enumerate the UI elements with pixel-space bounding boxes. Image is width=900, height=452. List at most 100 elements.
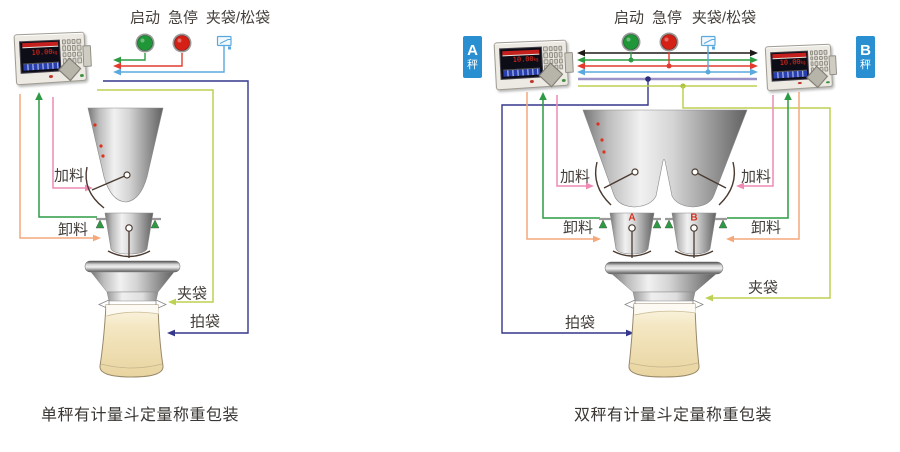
right-bag	[628, 303, 700, 378]
weigh-hopper-b	[664, 212, 728, 258]
label-clamp-release-left: 夹袋/松袋	[205, 9, 271, 27]
clamp-valve-icon-right	[700, 35, 716, 50]
hopper-a-label: A	[628, 212, 636, 224]
hopper-b-label: B	[690, 212, 698, 224]
left-loadcell-arrow	[35, 92, 43, 100]
controller-body: 10.00kg	[13, 31, 87, 86]
a-loadcell-wire	[542, 99, 600, 219]
left-clamp-arrow	[113, 68, 121, 76]
caption-single-scale: 单秤有计量斗定量称重包装	[40, 407, 240, 424]
bus-green	[577, 52, 758, 64]
estop-button	[172, 33, 192, 53]
label-discharge-left: 卸料	[57, 221, 88, 239]
b-discharge-arrow	[726, 235, 734, 243]
label-estop-left: 急停	[167, 9, 199, 27]
screen-blue-bar	[22, 61, 60, 71]
bus-red	[577, 52, 758, 70]
label-feed-b: 加料	[741, 168, 772, 186]
label-discharge-a: 卸料	[562, 219, 593, 237]
label-pat-bag-left: 拍袋	[190, 313, 221, 331]
label-pat-bag-right: 拍袋	[564, 314, 595, 332]
label-clamp-bag-left: 夹袋	[177, 285, 208, 303]
start-button-right	[621, 32, 641, 52]
left-start-arrow	[113, 56, 121, 64]
left-clamp-assembly	[84, 260, 181, 310]
a-loadcell-arrow	[539, 92, 547, 100]
left-pat-wire	[103, 80, 249, 334]
controller-screen: 10.00kg	[770, 50, 810, 82]
left-pat-arrow	[167, 329, 175, 337]
left-clampbag-arrow	[168, 298, 176, 306]
weighing-controller-b: 10.00kg	[764, 43, 838, 92]
left-estop-wire	[116, 53, 183, 67]
left-clamp-wire	[116, 46, 225, 73]
weighing-controller-left: 10.00kg	[13, 31, 92, 86]
left-supply-hopper	[87, 107, 164, 203]
left-clampbag-wire	[97, 89, 214, 303]
screen-blue-bar	[773, 69, 808, 79]
a-discharge-wire	[526, 92, 597, 240]
weight-readout: 10.00kg	[779, 58, 806, 68]
b-feed-wire	[740, 95, 774, 187]
weight-readout: 10.00kg	[31, 47, 58, 58]
scale-a-tag: A 秤	[463, 36, 482, 78]
bus-blue	[577, 46, 758, 76]
a-discharge-arrow	[593, 235, 601, 243]
left-discharge-arrow	[93, 234, 101, 242]
b-loadcell-arrow	[784, 92, 792, 100]
label-estop-right: 急停	[651, 9, 683, 27]
a-feed-wire	[556, 95, 590, 187]
left-weigh-hopper	[95, 212, 161, 258]
controller-red-key	[797, 81, 802, 85]
weight-readout: 10.00kg	[512, 55, 539, 65]
weigh-hopper-a	[598, 212, 662, 258]
dual-supply-hopper	[582, 109, 748, 208]
left-bag	[99, 304, 164, 378]
weighing-controller-a: 10.00kg	[493, 39, 574, 91]
scale-a-letter: A	[467, 41, 478, 59]
controller-body: 10.00kg	[493, 39, 569, 91]
scale-b-tag: B 秤	[856, 36, 875, 78]
left-loadcell-wire	[38, 99, 97, 218]
right-clamp-assembly	[604, 261, 724, 310]
bus-black	[577, 49, 758, 57]
b-discharge-wire	[730, 92, 800, 240]
label-start-left: 启动	[129, 9, 161, 27]
label-feed-left: 加料	[53, 167, 84, 185]
b-loadcell-wire	[727, 99, 789, 219]
clamp-valve-icon	[216, 35, 232, 50]
controller-screen: 10.00kg	[19, 39, 62, 75]
b-feed-arrow	[736, 182, 744, 190]
controller-body: 10.00kg	[764, 43, 833, 92]
right-pat-wire	[501, 76, 651, 337]
left-discharge-wire	[19, 94, 97, 239]
left-estop-arrow	[113, 62, 121, 70]
scale-a-char: 秤	[467, 59, 478, 72]
controller-green-key	[826, 80, 830, 84]
estop-button-right	[659, 32, 679, 52]
caption-dual-scale: 双秤有计量斗定量称重包装	[573, 407, 773, 424]
a-feed-gate	[594, 161, 639, 206]
start-button	[135, 33, 155, 53]
controller-bracket	[564, 52, 574, 73]
left-start-wire	[116, 53, 146, 61]
label-clamp-release-right: 夹袋/松袋	[691, 9, 757, 27]
controller-red-key	[49, 74, 54, 78]
scale-b-char: 秤	[860, 59, 871, 72]
b-feed-gate	[691, 161, 736, 206]
left-feed-wire	[52, 97, 89, 189]
a-feed-arrow	[586, 182, 594, 190]
label-start-right: 启动	[613, 9, 645, 27]
right-clampbag-wire	[680, 83, 831, 302]
left-feed-gate	[85, 166, 131, 209]
controller-bracket	[828, 55, 838, 76]
screen-blue-bar	[503, 67, 541, 77]
label-feed-a: 加料	[559, 168, 590, 186]
controller-bracket	[82, 45, 92, 68]
label-discharge-b: 卸料	[751, 219, 782, 237]
label-clamp-bag-right: 夹袋	[748, 279, 779, 297]
controller-red-key	[529, 80, 535, 84]
controller-green-key	[561, 79, 566, 82]
